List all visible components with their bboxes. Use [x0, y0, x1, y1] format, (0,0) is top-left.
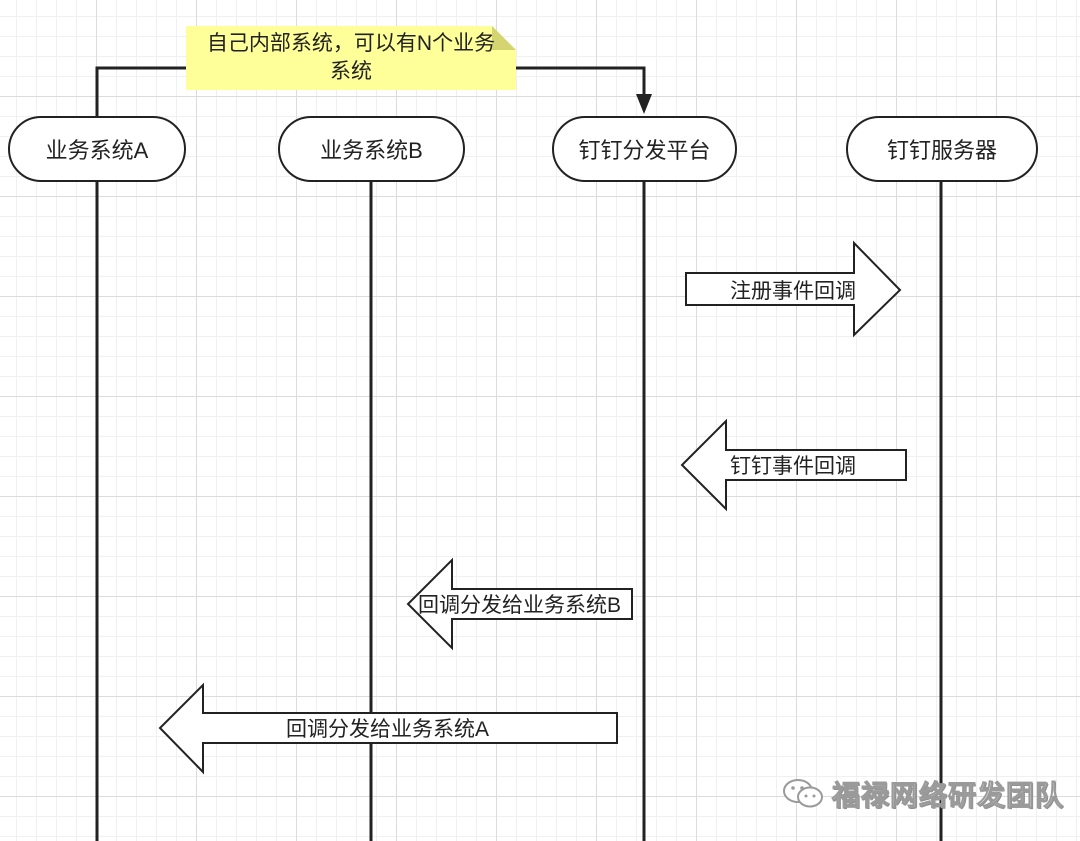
lane-label: 业务系统B — [320, 138, 423, 163]
lane-label: 钉钉分发平台 — [578, 138, 711, 163]
arrow-dispatch-a-label: 回调分发给业务系统A — [286, 718, 490, 741]
arrow-dispatch-a[interactable] — [158, 682, 618, 775]
lane-label: 业务系统A — [45, 138, 149, 163]
watermark: 福禄网络研发团队 — [782, 778, 1064, 812]
lane-business-system-b[interactable]: 业务系统B — [278, 116, 465, 182]
arrow-dispatch-b[interactable] — [406, 557, 633, 651]
lane-dingtalk-server[interactable]: 钉钉服务器 — [846, 116, 1038, 182]
lane-dingtalk-dispatch-platform[interactable]: 钉钉分发平台 — [552, 116, 737, 182]
arrow-register[interactable] — [685, 240, 902, 338]
lane-label: 钉钉服务器 — [886, 138, 997, 163]
note-text: 自己内部系统，可以有N个业务 系统 — [206, 32, 496, 83]
lane-business-system-a[interactable]: 业务系统A — [8, 116, 186, 182]
arrow-dispatch-b-label: 回调分发给业务系统B — [418, 594, 622, 617]
wechat-icon — [783, 779, 823, 808]
arrow-callback[interactable] — [680, 418, 907, 512]
connector-arrowhead — [636, 94, 652, 114]
note-box[interactable] — [186, 26, 516, 90]
arrow-callback-label: 钉钉事件回调 — [730, 455, 856, 478]
watermark-text: 福禄网络研发团队 — [831, 780, 1065, 812]
arrow-register-label: 注册事件回调 — [730, 280, 856, 303]
